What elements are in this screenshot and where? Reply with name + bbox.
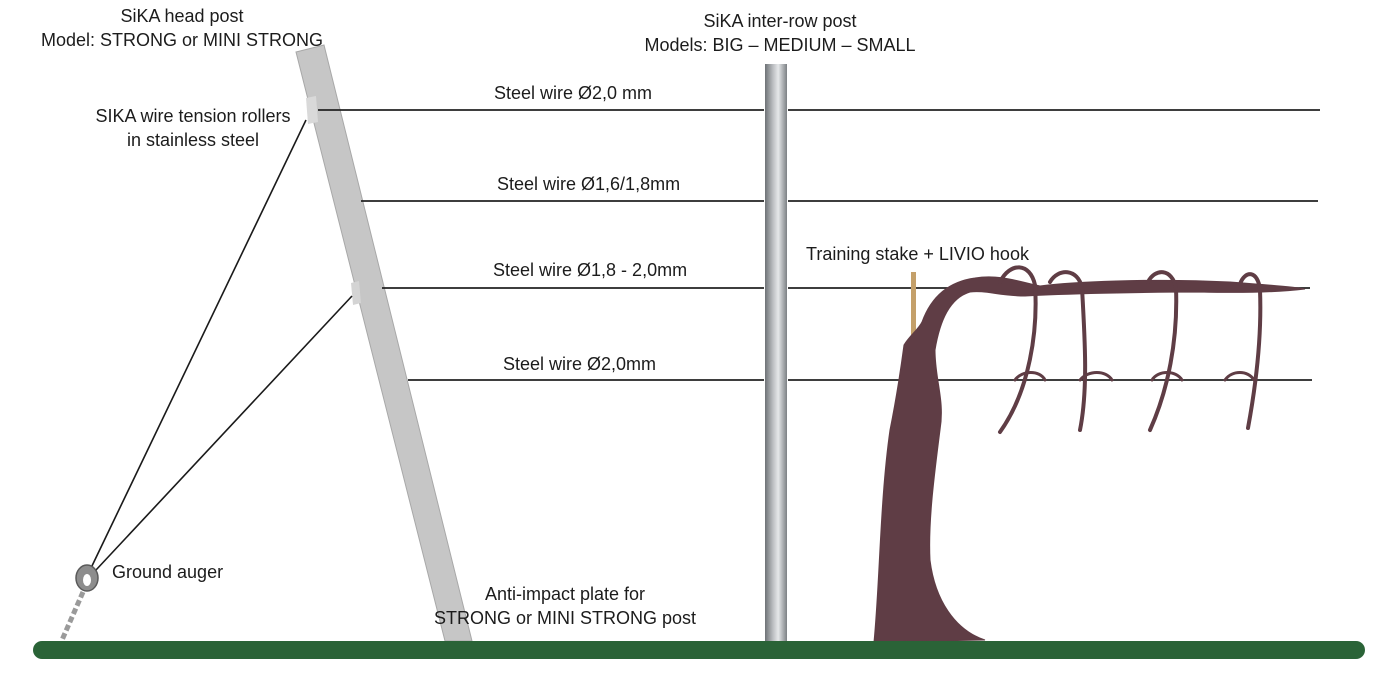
tension-roller-top [306, 96, 318, 124]
head-post-label: SiKA head post Model: STRONG or MINI STR… [40, 6, 324, 50]
wire-label-2: Steel wire Ø1,6/1,8mm [497, 174, 681, 194]
inter-row-post-label: SiKA inter-row post Models: BIG – MEDIUM… [644, 11, 916, 55]
wire-label-1: Steel wire Ø2,0 mm [494, 83, 653, 103]
inter-row-post [765, 64, 787, 642]
guy-wires [90, 119, 353, 571]
training-stake-label: Training stake + LIVIO hook [806, 244, 1029, 264]
ground-auger-icon [59, 564, 99, 642]
ground-auger-label: Ground auger [112, 562, 224, 582]
head-post [295, 44, 473, 642]
grapevine [873, 276, 1306, 643]
ground [33, 641, 1365, 659]
tension-roller-bottom [351, 281, 361, 305]
wire-label-3: Steel wire Ø1,8 - 2,0mm [493, 260, 688, 280]
wire-label-4: Steel wire Ø2,0mm [503, 354, 657, 374]
vine-shoots [998, 265, 1263, 434]
anti-impact-plate-label: Anti-impact plate for STRONG or MINI STR… [433, 584, 697, 628]
tension-rollers-label: SIKA wire tension rollers in stainless s… [95, 106, 291, 150]
